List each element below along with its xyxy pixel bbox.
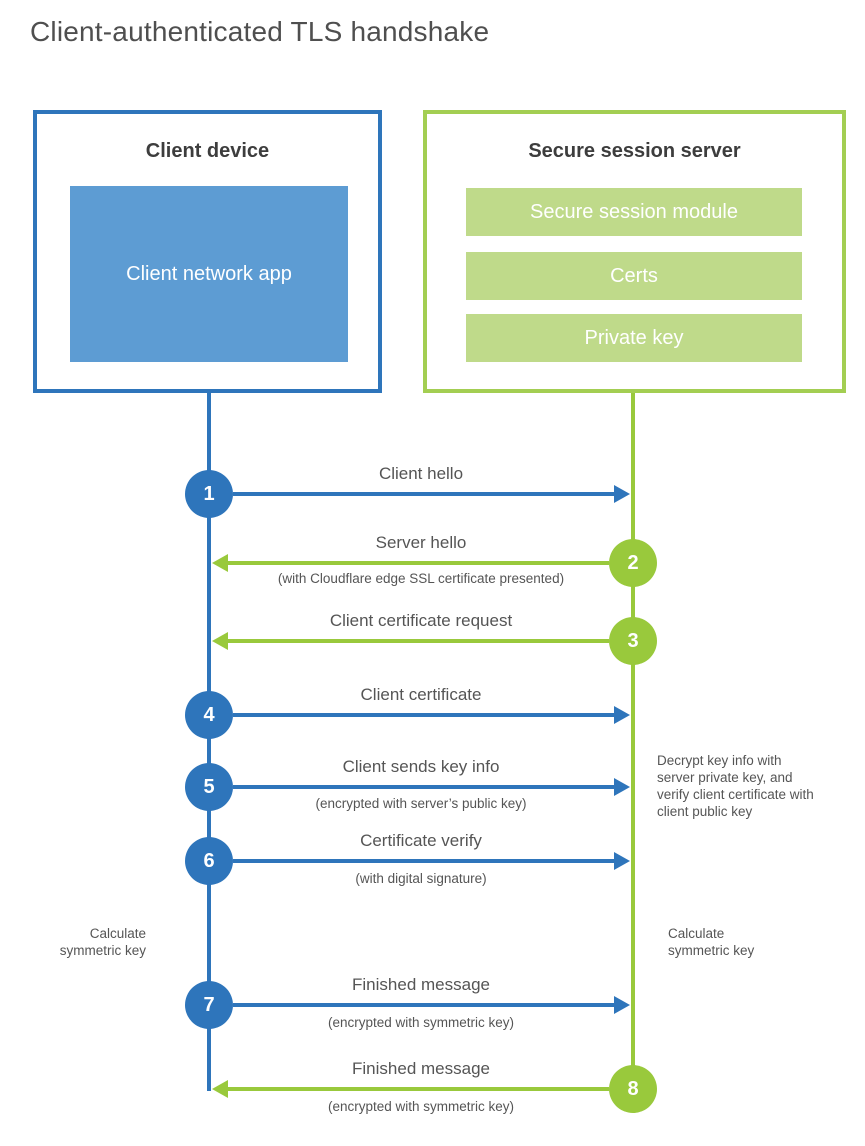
step-circle-5: 5 — [185, 763, 233, 811]
message-sublabel-6: (with digital signature) — [355, 871, 487, 886]
client-device-title: Client device — [145, 140, 270, 162]
decrypt-key-note: Decrypt key info with server private key… — [657, 753, 814, 819]
message-label-3: Client certificate request — [329, 611, 513, 630]
client-network-app-label: Client network app — [126, 263, 292, 285]
arrow-step-8 — [212, 1080, 609, 1098]
arrow-step-1 — [233, 485, 630, 503]
server-module-secure-session: Secure session module — [466, 188, 802, 236]
client-lifeline — [207, 393, 211, 1091]
message-label-8: Finished message — [352, 1059, 490, 1078]
message-label-6: Certificate verify — [360, 831, 482, 850]
step-circle-4: 4 — [185, 691, 233, 739]
step-circle-2: 2 — [609, 539, 657, 587]
client-network-app-box: Client network app — [70, 186, 348, 362]
calculate-symmetric-key-note-client: Calculate symmetric key — [59, 926, 146, 958]
step-circle-3: 3 — [609, 617, 657, 665]
step-circle-1: 1 — [185, 470, 233, 518]
arrow-step-3 — [212, 632, 609, 650]
page-title: Client-authenticated TLS handshake — [30, 16, 490, 47]
arrow-step-6 — [233, 852, 630, 870]
message-label-5: Client sends key info — [342, 757, 500, 776]
step-circle-7: 7 — [185, 981, 233, 1029]
server-lifeline — [631, 393, 635, 1094]
server-title: Secure session server — [528, 140, 741, 162]
message-sublabel-2: (with Cloudflare edge SSL certificate pr… — [277, 571, 565, 586]
server-module-certs: Certs — [466, 252, 802, 300]
arrow-step-5 — [233, 778, 630, 796]
server-module-private-key: Private key — [466, 314, 802, 362]
message-sublabel-7: (encrypted with symmetric key) — [327, 1015, 515, 1030]
arrow-step-2 — [212, 554, 609, 572]
arrow-step-7 — [233, 996, 630, 1014]
message-sublabel-8: (encrypted with symmetric key) — [327, 1099, 515, 1114]
message-label-7: Finished message — [352, 975, 490, 994]
secure-session-server-box: Secure session server Secure session mod… — [423, 110, 846, 393]
arrow-step-4 — [233, 706, 630, 724]
message-label-4: Client certificate — [360, 685, 482, 704]
message-label-1: Client hello — [378, 464, 464, 483]
message-label-2: Server hello — [375, 533, 467, 552]
step-circle-6: 6 — [185, 837, 233, 885]
message-sublabel-5: (encrypted with server’s public key) — [315, 796, 527, 811]
step-circle-8: 8 — [609, 1065, 657, 1113]
client-device-box: Client device Client network app — [33, 110, 382, 393]
calculate-symmetric-key-note-server: Calculate symmetric key — [668, 926, 755, 958]
